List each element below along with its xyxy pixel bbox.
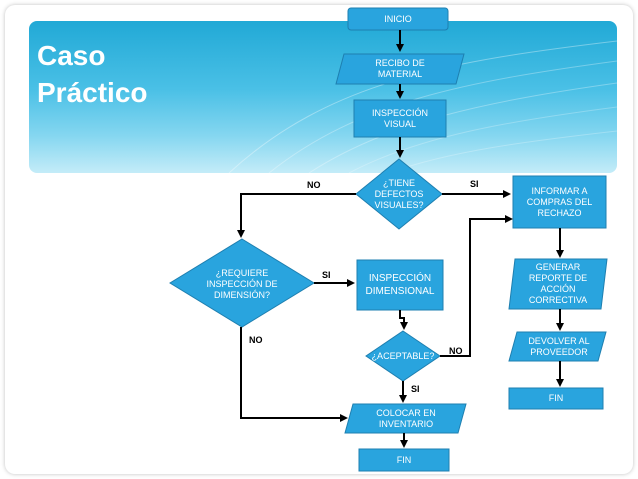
node-inicio-label: INICIO	[384, 13, 412, 24]
shape-fin-bottom	[358, 448, 450, 472]
edge-label-defectos-si: SI	[470, 179, 479, 189]
connector-defectos-no-requiere	[237, 193, 356, 238]
node-generar-label: GENERAR REPORTE DE ACCIÓN CORRECTIVA	[528, 262, 588, 305]
slide-title-line1: Caso	[37, 40, 106, 71]
node-requiere-label: ¿REQUIERE INSPECCIÓN DE DIMENSIÓN?	[206, 267, 278, 300]
node-fin-bottom-label: FIN	[396, 454, 412, 465]
node-aceptable-label: ¿ACEPTABLE?	[371, 350, 435, 361]
edge-label-requiere-no: NO	[249, 335, 263, 345]
shape-devolver	[508, 331, 607, 362]
node-aceptable[interactable]: ¿ACEPTABLE?	[366, 346, 440, 366]
shape-defectos	[355, 158, 443, 230]
edge-label-aceptable-no: NO	[449, 346, 463, 356]
slide-title: Caso Práctico	[37, 37, 148, 111]
node-fin-right-label: FIN	[548, 393, 564, 403]
node-requiere[interactable]: ¿REQUIERE INSPECCIÓN DE DIMENSIÓN?	[200, 258, 284, 310]
shape-recibo	[335, 53, 465, 85]
shape-informar	[512, 175, 607, 229]
node-recibo-label: RECIBO DE MATERIAL	[375, 58, 425, 79]
node-colocar-label: COLOCAR EN INVENTARIO	[376, 407, 436, 429]
edge-label-defectos-no: NO	[307, 180, 321, 190]
shape-inspeccion-visual	[353, 99, 447, 138]
node-fin-bottom[interactable]: FIN	[359, 449, 449, 471]
node-defectos-label: ¿TIENE DEFECTOS VISUALES?	[374, 177, 424, 210]
node-devolver-label: DEVOLVER AL PROVEEDOR	[528, 335, 590, 357]
node-informar[interactable]: INFORMAR A COMPRAS DEL RECHAZO	[518, 176, 601, 228]
shape-generar	[508, 258, 608, 310]
edge-label-aceptable-si: SI	[411, 384, 420, 394]
title-panel	[29, 21, 617, 173]
node-informar-label: INFORMAR A COMPRAS DEL RECHAZO	[526, 185, 593, 218]
node-devolver[interactable]: DEVOLVER AL PROVEEDOR	[517, 332, 601, 361]
node-recibo[interactable]: RECIBO DE MATERIAL	[356, 54, 444, 84]
node-insp-dimensional-label: INSPECCIÓN DIMENSIONAL	[365, 273, 435, 297]
connector-dimensional-aceptable	[399, 310, 408, 330]
node-inspeccion-visual-label: INSPECCIÓN VISUAL	[371, 107, 428, 129]
node-defectos[interactable]: ¿TIENE DEFECTOS VISUALES?	[368, 170, 430, 218]
shape-colocar	[344, 403, 467, 434]
node-colocar[interactable]: COLOCAR EN INVENTARIO	[360, 404, 452, 433]
node-fin-right[interactable]: FIN	[509, 388, 603, 409]
shape-inicio	[347, 7, 449, 31]
node-inspeccion-visual[interactable]: INSPECCIÓN VISUAL	[360, 100, 440, 137]
slide: Caso Práctico	[5, 5, 633, 474]
slide-title-line2: Práctico	[37, 77, 148, 108]
edge-label-requiere-si: SI	[322, 270, 331, 280]
connector-aceptable-no-informar	[440, 215, 513, 357]
node-insp-dimensional[interactable]: INSPECCIÓN DIMENSIONAL	[357, 260, 443, 310]
connector-requiere-no-colocar	[240, 327, 348, 422]
shape-fin-right	[508, 387, 604, 410]
node-generar[interactable]: GENERAR REPORTE DE ACCIÓN CORRECTIVA	[514, 259, 602, 309]
node-inicio[interactable]: INICIO	[348, 8, 448, 30]
